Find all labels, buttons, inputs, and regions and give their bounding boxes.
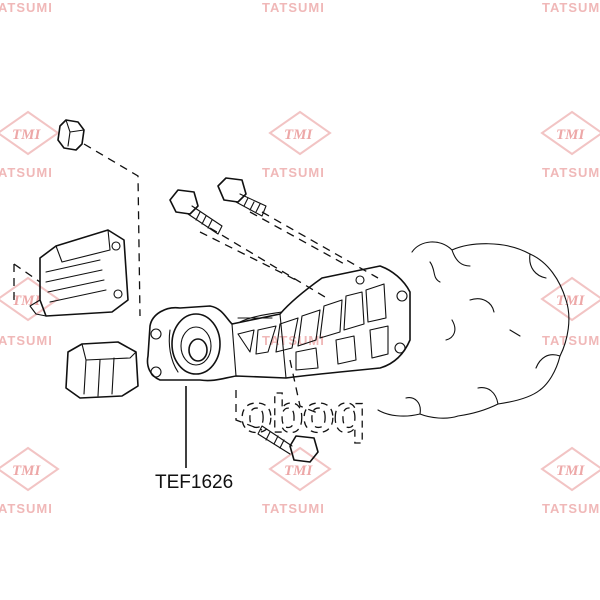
svg-text:TMI: TMI [284,127,314,143]
watermark-logo: TMI [540,276,600,322]
watermark-brand-text: TATSUMI [542,165,600,180]
oboq-watermark-overlay: oboq [239,383,366,444]
svg-text:TMI: TMI [12,293,42,309]
gearbox-housing-inner [405,249,561,415]
watermark-brand-text: TATSUMI [262,0,325,15]
watermark-logo: TMI [0,110,60,156]
watermark-layer: TATSUMI TATSUMI TATSUMI TATSUMI TATSUMI … [0,0,600,516]
watermark-brand-text: TATSUMI [0,165,53,180]
gearbox-housing-outline [377,241,570,419]
bolt-upper-right [217,177,267,217]
watermark-brand-text: TATSUMI [0,0,53,15]
bolt-lower [257,425,319,463]
engine-mount-arm [146,265,411,382]
watermark-logo: TMI [540,446,600,492]
watermark-logo: TMI [540,110,600,156]
watermark-brand-text: TATSUMI [262,501,325,516]
assembly-guide-lines [13,143,379,431]
svg-text:TMI: TMI [556,463,586,479]
svg-text:TMI: TMI [12,127,42,143]
watermark-brand-text: TATSUMI [542,501,600,516]
watermark-logo: TMI [268,110,332,156]
watermark-brand-text: TATSUMI [542,333,600,348]
watermark-brand-text: TATSUMI [262,165,325,180]
watermark-brand-text: TATSUMI [542,0,600,15]
part-number-label: TEF1626 [155,472,233,493]
flange-nut [57,119,85,151]
watermark-brand-text: TATSUMI [0,501,53,516]
watermark-logo: TMI [0,276,60,322]
rubber-pad [65,341,139,399]
svg-text:TMI: TMI [556,127,586,143]
watermark-logo: TMI [0,446,60,492]
watermark-logo: TMI [268,446,332,492]
svg-text:TMI: TMI [12,463,42,479]
mounting-bracket [29,229,129,317]
watermark-brand-text: TATSUMI [0,333,53,348]
bolt-upper-left [169,189,223,235]
svg-text:TMI: TMI [556,293,586,309]
svg-text:TMI: TMI [284,463,314,479]
svg-text:oboq: oboq [240,384,364,444]
